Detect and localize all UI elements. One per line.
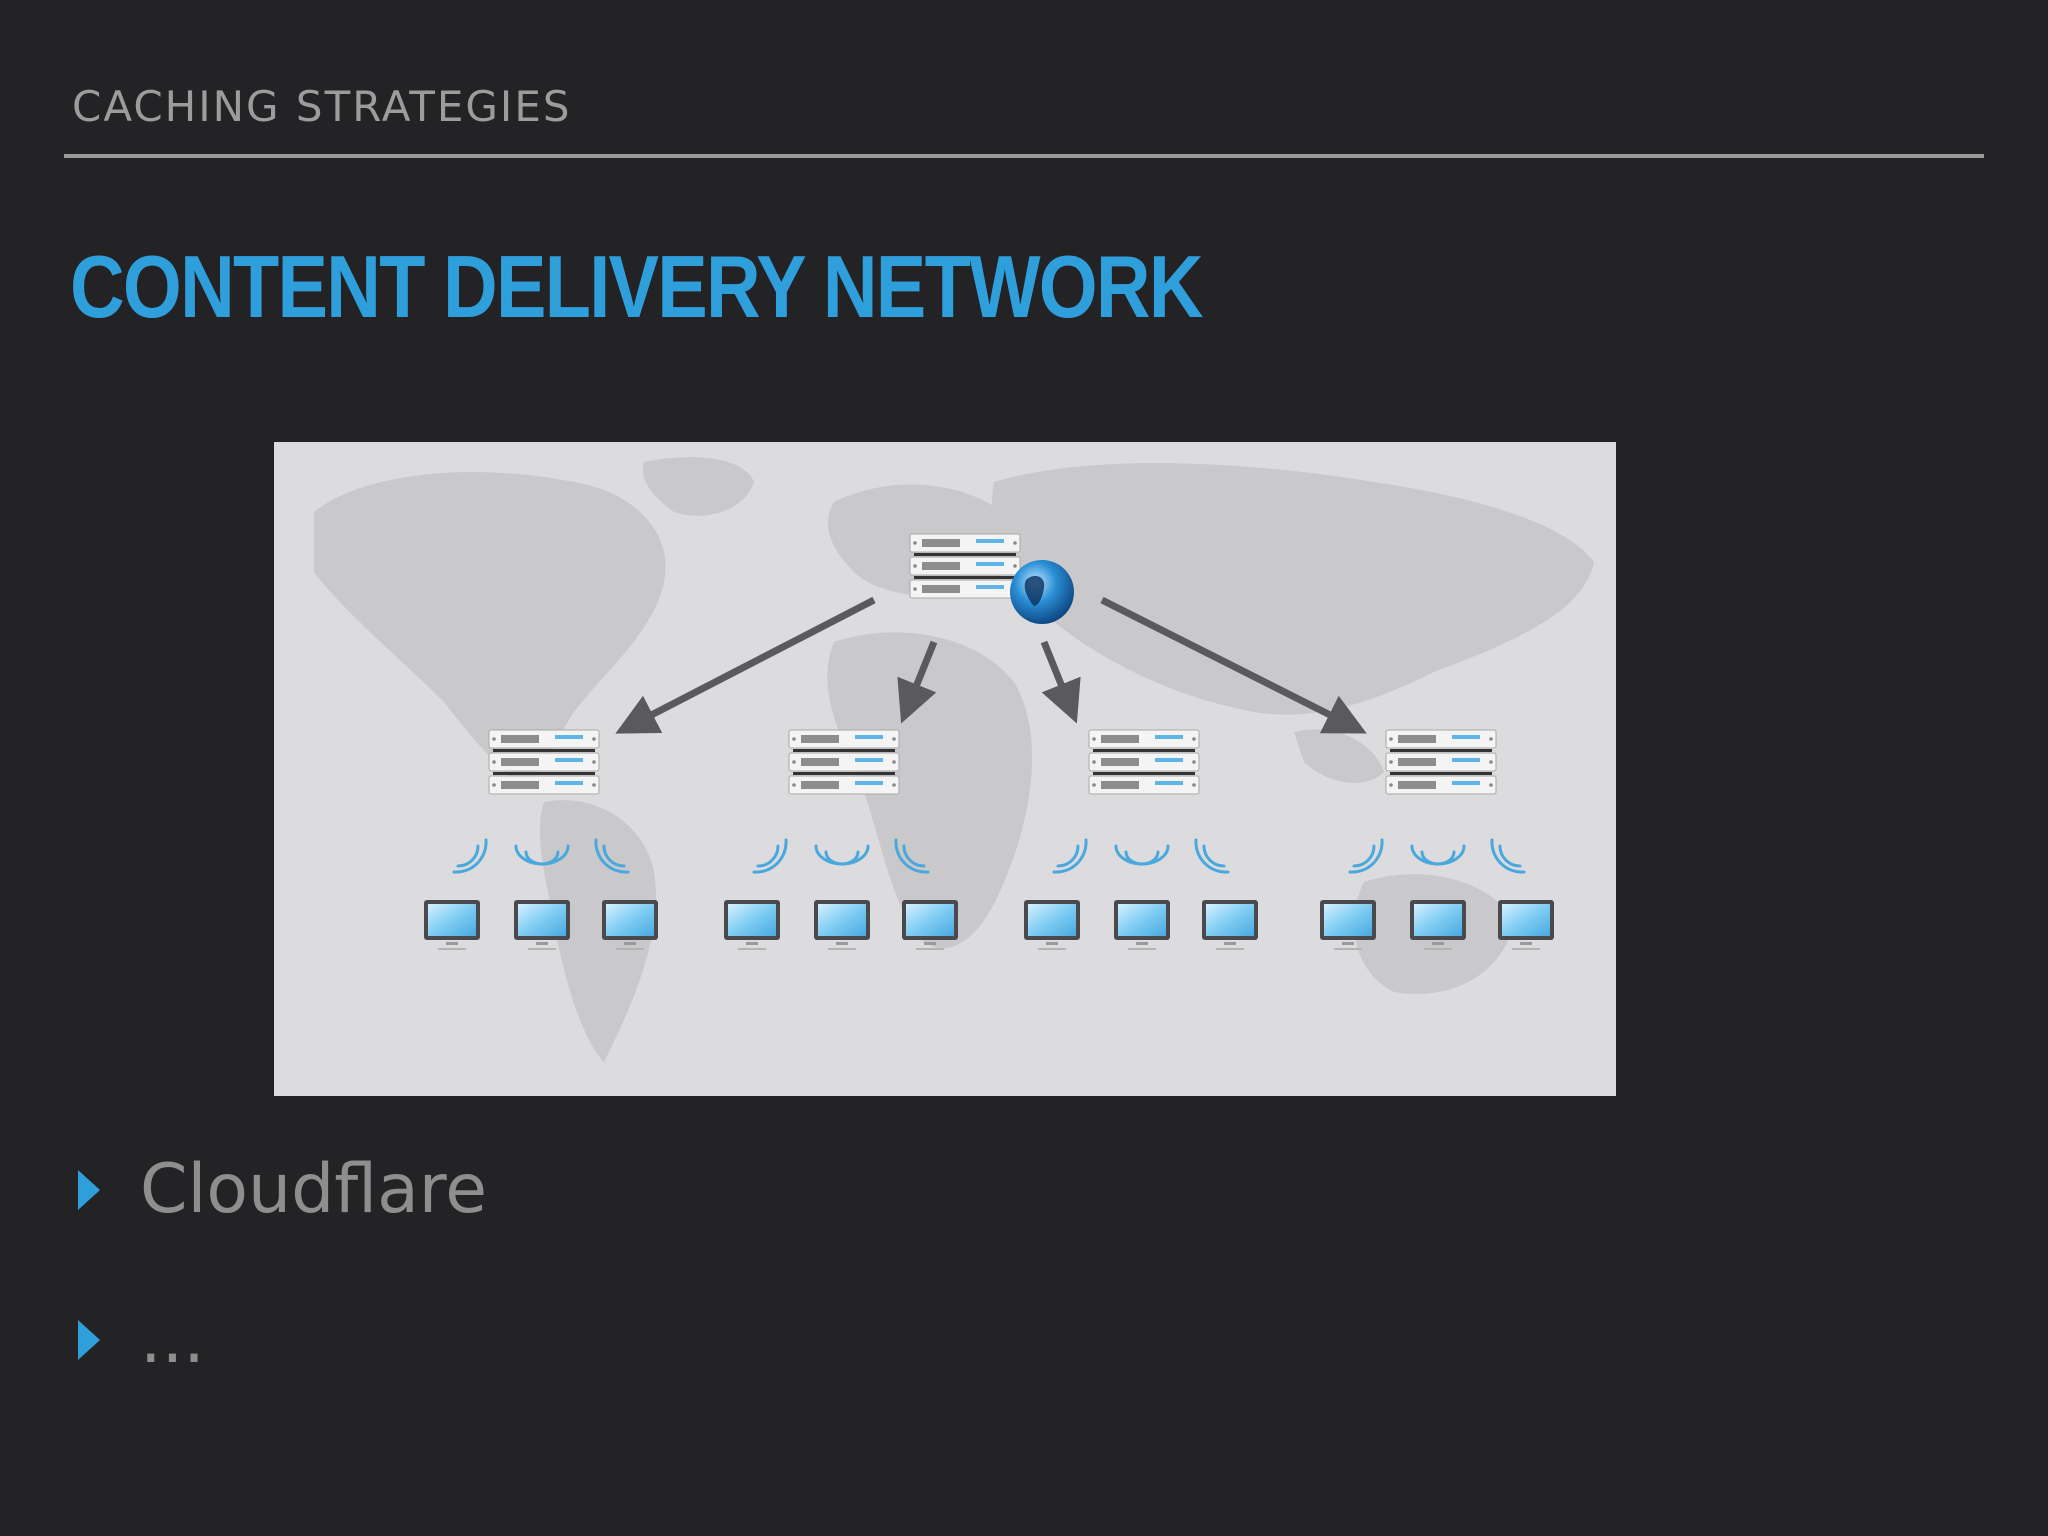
bullet-marker-icon bbox=[78, 1319, 100, 1360]
edge-server-icon bbox=[1089, 730, 1199, 794]
header-divider bbox=[64, 154, 1984, 158]
edge-server-icon bbox=[489, 730, 599, 794]
bullet-item: Cloudflare bbox=[78, 1150, 487, 1229]
distribution-arrows bbox=[615, 596, 1367, 734]
arrow-icon bbox=[1040, 640, 1081, 724]
edge-server-icon bbox=[1386, 730, 1496, 794]
bullet-item: ... bbox=[78, 1300, 205, 1379]
bullet-marker-icon bbox=[78, 1169, 100, 1210]
arrow-icon bbox=[1100, 596, 1367, 734]
slide-title: CONTENT DELIVERY NETWORK bbox=[70, 237, 1204, 336]
arrow-icon bbox=[615, 596, 876, 734]
cdn-diagram-svg bbox=[314, 457, 1594, 1062]
section-title: CACHING STRATEGIES bbox=[72, 82, 572, 131]
edge-server-icon bbox=[789, 730, 899, 794]
cdn-diagram bbox=[274, 442, 1616, 1096]
arrow-icon bbox=[897, 640, 938, 724]
bullet-text: Cloudflare bbox=[140, 1150, 488, 1229]
bullet-text: ... bbox=[140, 1300, 205, 1379]
